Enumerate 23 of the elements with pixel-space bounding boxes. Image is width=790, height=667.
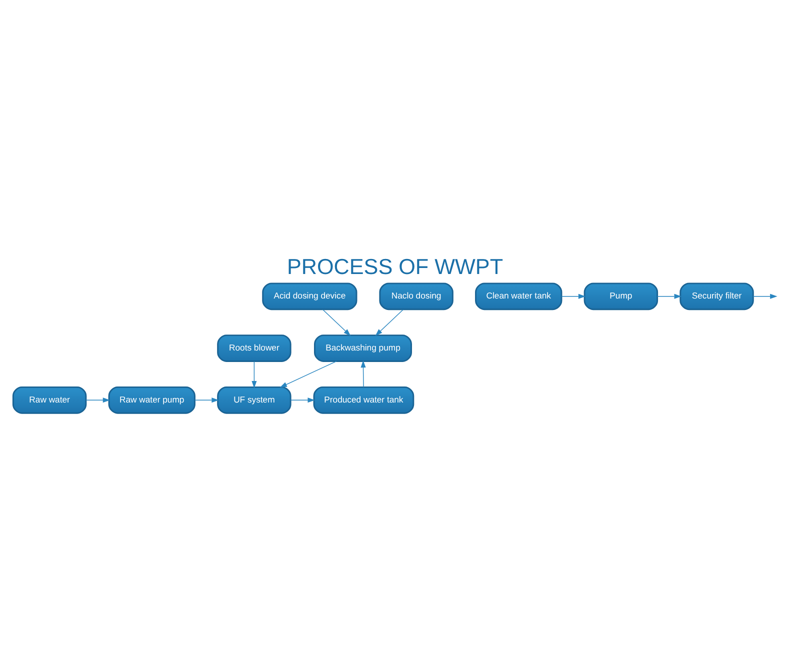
arrow <box>280 360 337 388</box>
arrow <box>375 309 404 336</box>
node-box: Security filter <box>680 282 754 310</box>
node-box: Naclo dosing <box>379 282 454 310</box>
arrow <box>752 294 778 299</box>
diagram-title: PROCESS OF WWPT <box>286 254 504 280</box>
arrow <box>86 398 110 403</box>
node-box: Pump <box>584 282 658 310</box>
arrow <box>290 398 315 403</box>
node-box: Raw water <box>12 386 87 414</box>
node-box: Produced water tank <box>313 386 414 414</box>
node-box: Acid dosing device <box>262 282 358 310</box>
arrow <box>322 309 351 336</box>
node-box: Roots blower <box>217 334 292 362</box>
arrow <box>657 294 682 299</box>
node-box: UF system <box>217 386 292 414</box>
node-box: Raw water pump <box>108 386 196 414</box>
arrow <box>561 294 586 299</box>
arrow <box>194 398 219 403</box>
node-box: Backwashing pump <box>314 334 412 362</box>
arrow <box>252 361 257 388</box>
arrow <box>360 360 366 388</box>
node-box: Clean water tank <box>475 282 562 310</box>
